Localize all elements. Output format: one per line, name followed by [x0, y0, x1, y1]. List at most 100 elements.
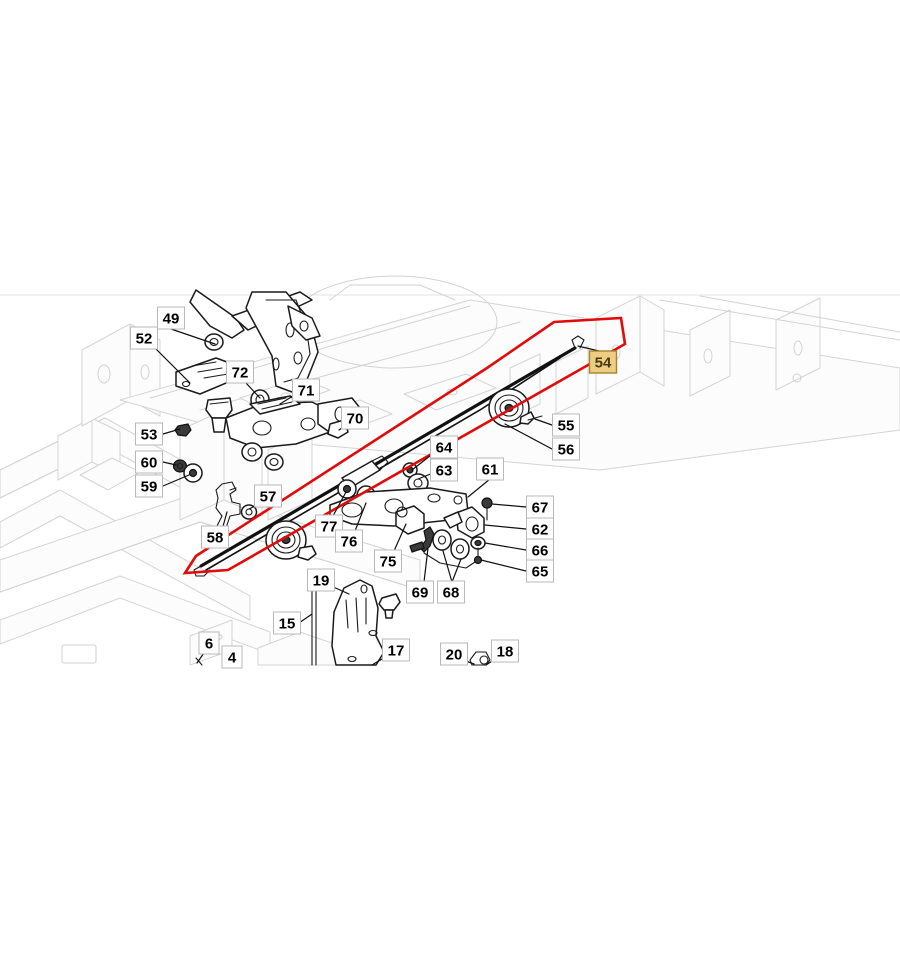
part-label-75[interactable]: 75 [374, 549, 402, 573]
label-box[interactable] [273, 611, 301, 635]
part-54-thread [385, 451, 401, 463]
part-61-hole-2 [384, 498, 404, 514]
leader-69 [423, 547, 429, 583]
label-box[interactable] [374, 549, 402, 573]
part-77-bore [342, 484, 352, 494]
part-label-52[interactable]: 52 [130, 326, 158, 350]
label-box[interactable] [135, 422, 163, 446]
leader-49 [170, 328, 216, 345]
label-box[interactable] [335, 529, 363, 553]
part-label-57[interactable]: 57 [254, 484, 282, 508]
part-label-54[interactable]: 54 [588, 350, 618, 374]
part-label-61[interactable]: 61 [476, 457, 504, 481]
label-box[interactable] [437, 580, 465, 604]
part-label-19[interactable]: 19 [307, 568, 335, 592]
label-box[interactable] [430, 458, 458, 482]
part-mid-arm-roller [264, 453, 284, 471]
part-label-67[interactable]: 67 [526, 495, 554, 519]
part-label-64[interactable]: 64 [430, 435, 458, 459]
ghost-hole-e [446, 388, 458, 396]
label-box[interactable] [526, 559, 554, 583]
label-box[interactable] [552, 413, 580, 437]
part-label-66[interactable]: 66 [526, 538, 554, 562]
label-number: 69 [412, 585, 429, 602]
label-box[interactable] [430, 435, 458, 459]
part-mid-arm-roller-bore [269, 457, 279, 467]
part-forged-ear [287, 305, 321, 341]
part-label-69[interactable]: 69 [406, 580, 434, 604]
part-label-59[interactable]: 59 [135, 474, 163, 498]
part-label-56[interactable]: 56 [552, 437, 580, 461]
part-label-49[interactable]: 49 [157, 306, 185, 330]
part-lower-pulley-ring-2 [276, 531, 296, 549]
leader-75 [393, 523, 407, 552]
part-mid-arm-hole-1 [252, 420, 272, 436]
part-57-bushing [240, 504, 258, 520]
part-label-15[interactable]: 15 [273, 611, 301, 635]
leader-67 [491, 503, 527, 508]
label-box[interactable] [552, 437, 580, 461]
label-box[interactable] [292, 378, 320, 402]
label-box[interactable] [307, 568, 335, 592]
part-label-76[interactable]: 76 [335, 529, 363, 553]
part-label-58[interactable]: 58 [201, 525, 229, 549]
label-box[interactable] [341, 406, 369, 430]
part-label-62[interactable]: 62 [526, 517, 554, 541]
part-label-70[interactable]: 70 [341, 406, 369, 430]
part-19-hole-1 [360, 584, 368, 594]
label-number: 76 [341, 534, 358, 551]
part-label-4[interactable]: 4 [221, 645, 243, 669]
part-label-20[interactable]: 20 [440, 642, 468, 666]
part-forged-hole-3 [272, 357, 280, 371]
part-label-65[interactable]: 65 [526, 559, 554, 583]
part-68-bore-2 [455, 544, 465, 554]
label-box[interactable] [198, 631, 220, 655]
part-label-72[interactable]: 72 [226, 360, 254, 384]
label-box[interactable] [201, 525, 229, 549]
part-label-68[interactable]: 68 [437, 580, 465, 604]
label-box-highlighted[interactable] [588, 350, 618, 374]
part-label-60[interactable]: 60 [135, 450, 163, 474]
part-label-55[interactable]: 55 [552, 413, 580, 437]
label-number: 72 [232, 365, 249, 382]
leader-77 [332, 491, 347, 517]
label-box[interactable] [254, 484, 282, 508]
leader-52 [155, 348, 191, 384]
label-box[interactable] [440, 642, 468, 666]
ghost-frame-rail-lower [0, 489, 251, 621]
ghost-hole-i [792, 373, 802, 383]
part-58-clip [215, 481, 241, 535]
ghost-hole-b [140, 364, 150, 380]
label-number: 18 [497, 644, 514, 661]
label-box[interactable] [135, 474, 163, 498]
part-59-bore [188, 468, 198, 478]
part-label-63[interactable]: 63 [430, 458, 458, 482]
label-box[interactable] [476, 457, 504, 481]
part-mid-arm-pad [249, 395, 301, 415]
label-number: 19 [313, 573, 330, 590]
label-box[interactable] [130, 326, 158, 350]
part-label-18[interactable]: 18 [491, 639, 519, 663]
leader-65 [480, 559, 527, 572]
label-number: 49 [163, 311, 180, 328]
leader-66 [484, 542, 527, 551]
label-box[interactable] [157, 306, 185, 330]
leader-60 [162, 461, 177, 466]
part-62-neck [443, 511, 463, 529]
label-box[interactable] [135, 450, 163, 474]
label-box[interactable] [406, 580, 434, 604]
label-box[interactable] [221, 645, 243, 669]
label-box[interactable] [491, 639, 519, 663]
part-label-17[interactable]: 17 [382, 638, 410, 662]
part-62-bore [465, 516, 479, 532]
part-label-6[interactable]: 6 [198, 631, 220, 655]
part-label-53[interactable]: 53 [135, 422, 163, 446]
label-box[interactable] [382, 638, 410, 662]
ghost-bell-top [329, 284, 456, 301]
part-label-71[interactable]: 71 [292, 378, 320, 402]
label-box[interactable] [226, 360, 254, 384]
part-68-bore-1 [437, 535, 447, 545]
ghost-pedestal-a [81, 323, 131, 427]
part-69-pin-leg [409, 541, 425, 553]
